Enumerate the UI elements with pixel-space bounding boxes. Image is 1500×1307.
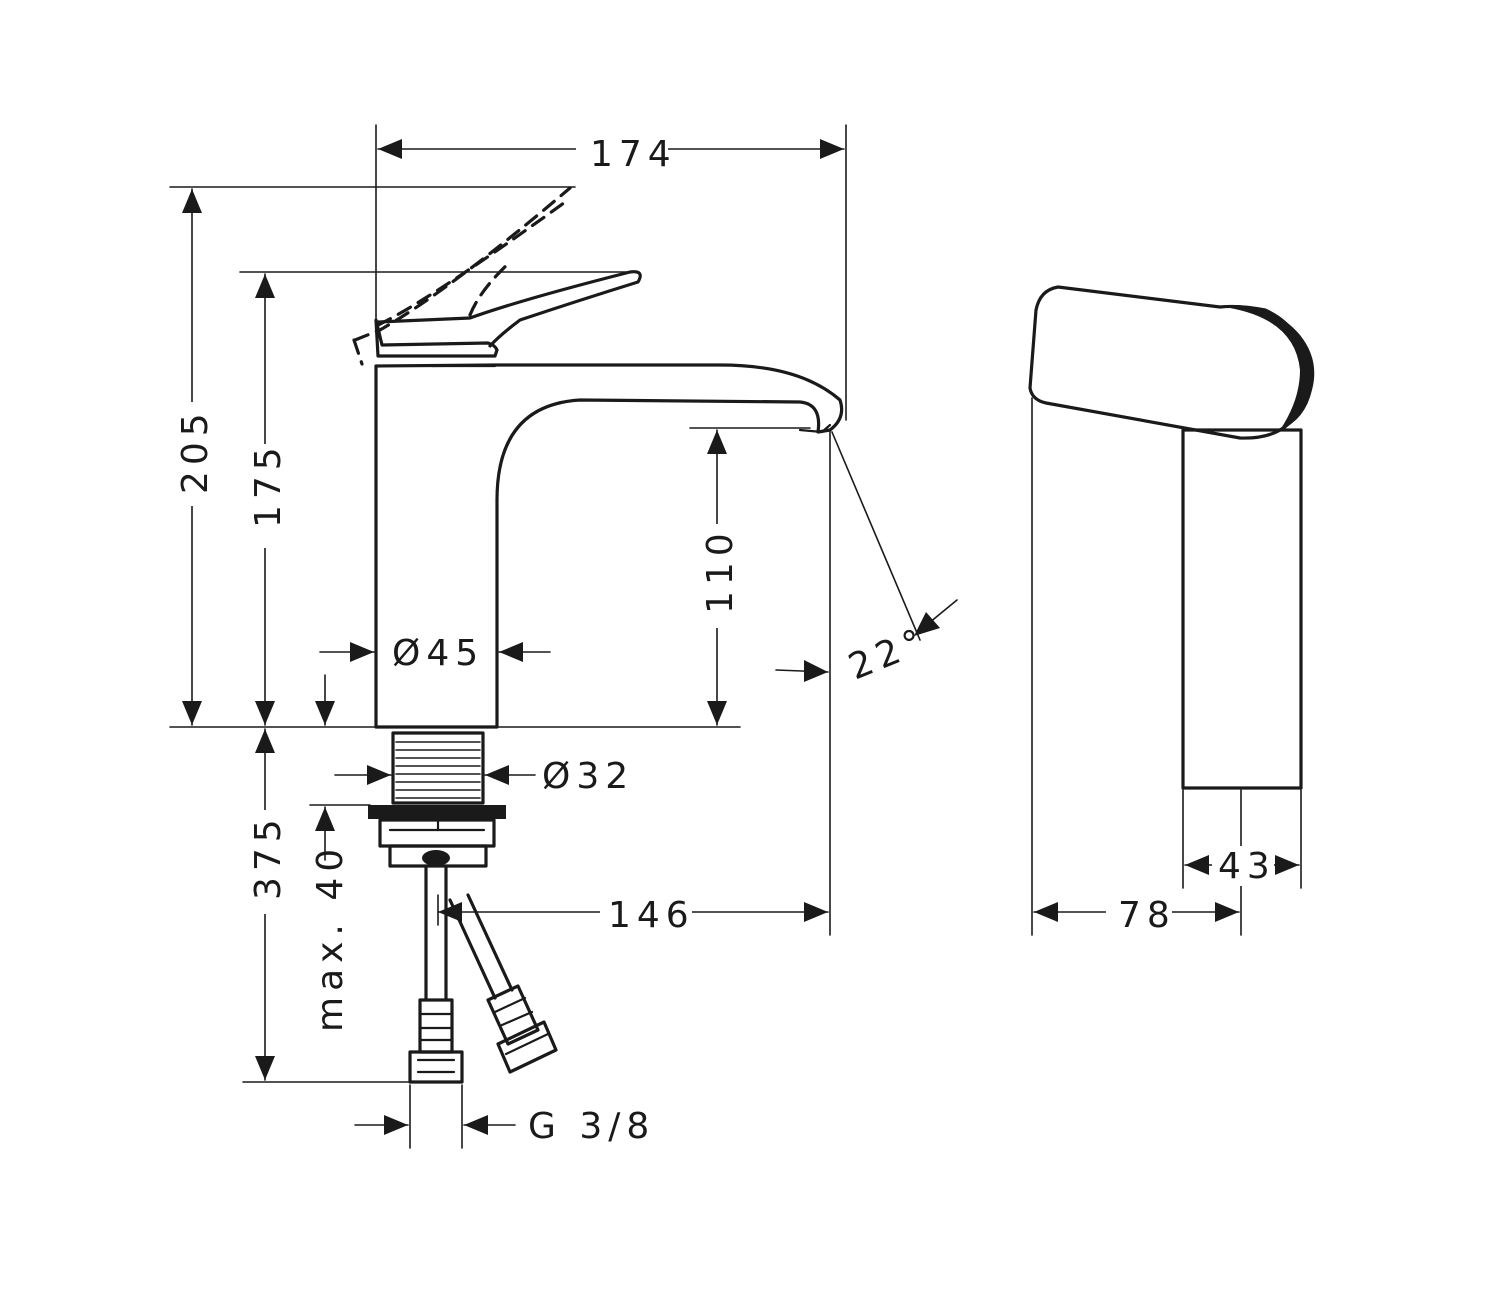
dim-connection [354,1115,516,1135]
mounting-nut [368,805,506,868]
lever-handle [376,270,642,348]
supply-hose-straight [408,864,464,1084]
dim-max-deck-thickness [315,806,335,861]
label-handle-height: 175 [248,441,289,528]
dim-side-body-width [1184,846,1300,886]
dim-projection [437,893,829,933]
label-body-diameter: Ø45 [392,633,484,674]
dim-overall-width [377,130,845,170]
faucet-front-view [352,186,844,1084]
label-spout-angle: 22° [843,620,934,689]
side-body [1181,428,1303,790]
side-handle [1028,285,1308,440]
dim-body-diameter [319,642,551,662]
label-spout-height: 110 [700,527,741,614]
dim-below-deck [245,728,285,1081]
lever-open-position-stem [468,260,512,317]
dim-spout-angle [775,599,958,682]
label-max-deck-thickness: max. 40 [310,843,351,1032]
label-overall-width: 174 [590,134,677,175]
label-shank-diameter: Ø32 [542,756,634,797]
faucet-side-view [1028,285,1315,936]
label-overall-height: 205 [175,407,216,494]
side-handle-shadow [1220,305,1315,430]
dim-overall-height [172,188,212,726]
label-side-depth: 78 [1118,895,1176,936]
lever-open-position-lower [376,198,570,327]
label-connection: G 3/8 [528,1106,655,1147]
lever-open-position-base [352,338,364,366]
spout-outlet [798,423,832,434]
lever-base [374,318,499,358]
threaded-shank [391,731,485,805]
supply-hose-angled [448,893,558,1074]
label-projection: 146 [608,895,695,936]
dim-deck-marker [315,674,335,726]
dim-spout-height [697,429,737,726]
dim-side-depth [1033,893,1240,933]
dim-handle-height [245,273,285,726]
extension-lines [169,124,921,1149]
label-side-body-width: 43 [1218,846,1276,887]
label-below-deck: 375 [248,813,289,900]
dim-shank-diameter [334,765,536,785]
